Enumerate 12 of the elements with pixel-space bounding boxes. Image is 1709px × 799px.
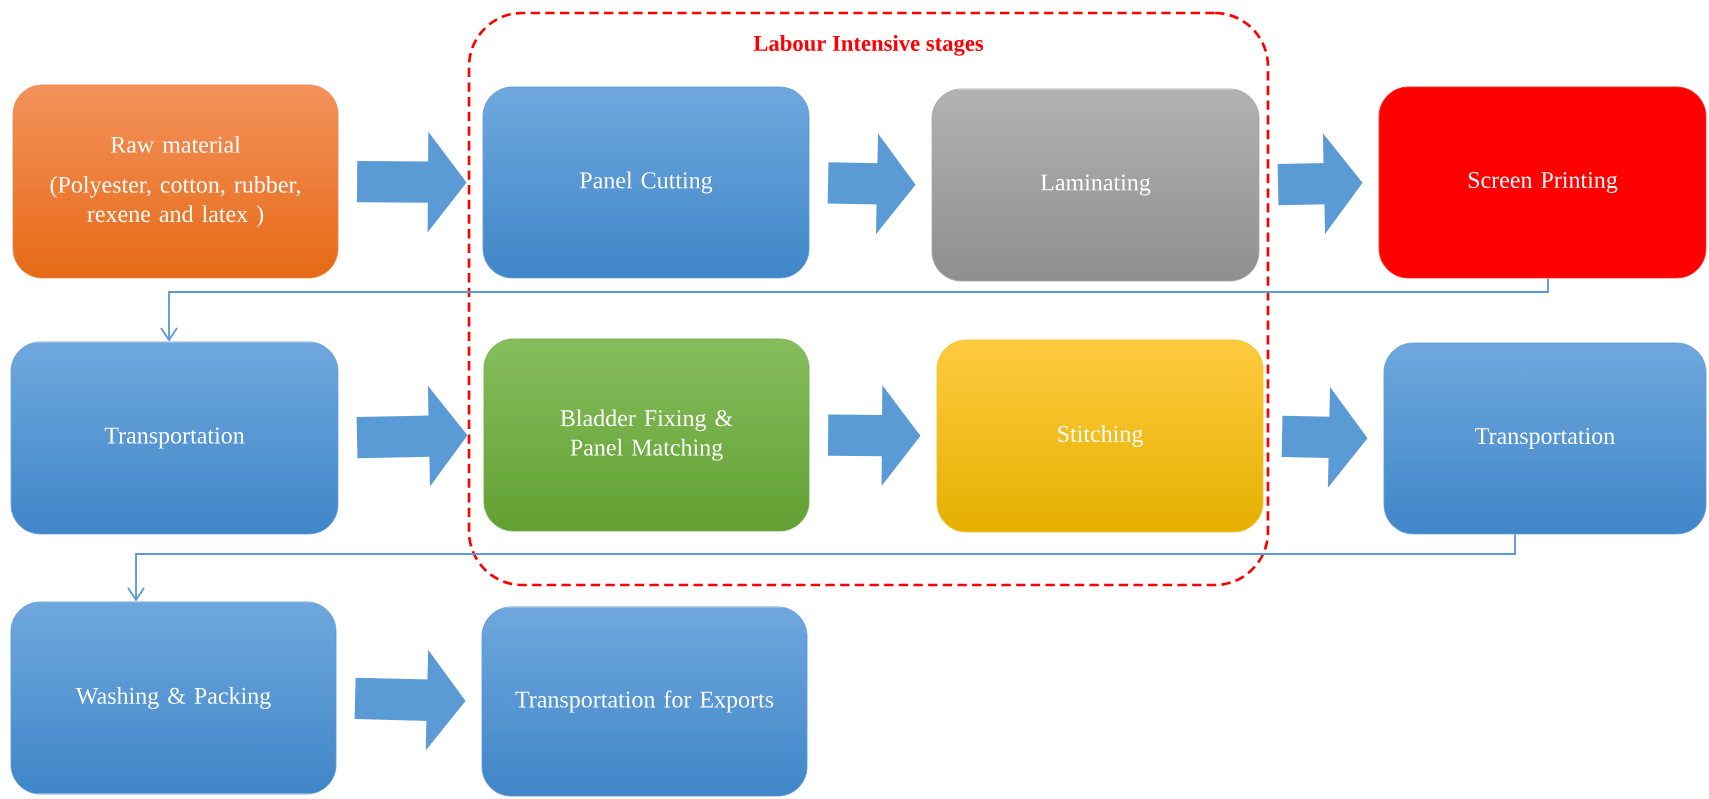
process-box: Stitching [936,339,1264,533]
connector-arrow [160,277,1549,342]
connector-arrow [127,533,1516,602]
process-box: Screen Printing [1378,86,1707,279]
process-box: Raw material (Polyester, cotton, rubber, rexene and latex ) [12,84,339,279]
process-box: Washing & Packing [10,601,337,795]
process-box: Transportation [1383,342,1707,535]
process-box: Bladder Fixing & Panel Matching [483,338,810,532]
process-box: Transportation for Exports [481,606,808,797]
process-box: Transportation [10,341,339,535]
process-box: Panel Cutting [482,86,810,279]
process-box: Laminating [931,88,1260,282]
